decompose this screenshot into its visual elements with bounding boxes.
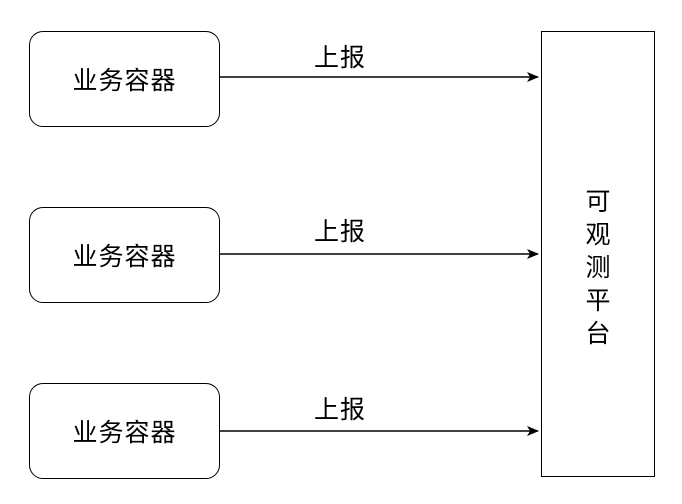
- report-label-2: 上报: [314, 217, 367, 246]
- platform-char: 平: [585, 286, 611, 315]
- report-label-1: 上报: [314, 43, 367, 72]
- platform-label: 可 观 测 平 台: [542, 185, 654, 350]
- business-container-3: 业务容器: [29, 383, 220, 479]
- platform-char: 观: [585, 220, 611, 249]
- platform-char: 测: [585, 253, 611, 282]
- business-container-label: 业务容器: [72, 418, 177, 447]
- platform-char: 可: [585, 187, 611, 216]
- business-container-2: 业务容器: [29, 207, 220, 303]
- report-label-3: 上报: [314, 395, 367, 424]
- business-container-label: 业务容器: [72, 242, 177, 271]
- observability-platform: 可 观 测 平 台: [541, 31, 655, 477]
- business-container-label: 业务容器: [72, 66, 177, 95]
- platform-char: 台: [585, 319, 611, 348]
- business-container-1: 业务容器: [29, 31, 220, 127]
